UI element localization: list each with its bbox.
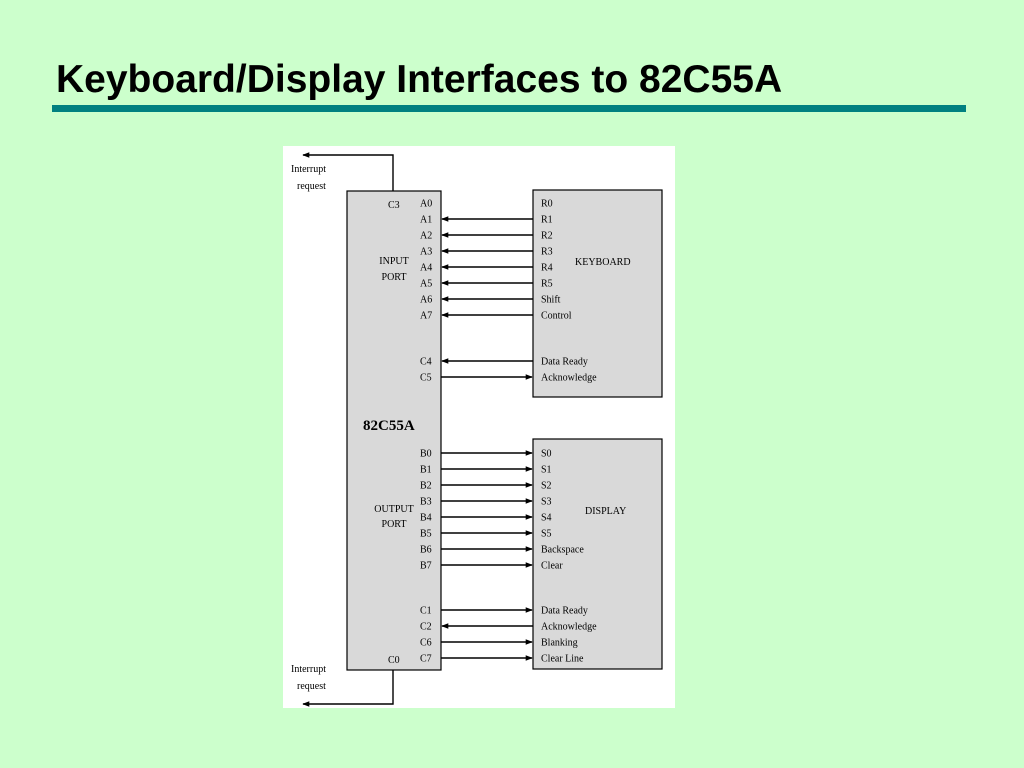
keyboard-signal-acknowledge: Acknowledge [541,373,597,384]
interrupt-top-line [302,152,394,191]
interrupt-bottom-label-line1: Interrupt [291,664,326,675]
interrupt-top-label-line1: Interrupt [291,164,326,175]
display-signal-clear: Clear [541,561,563,572]
keyboard-pin-a5: A5 [420,279,432,290]
keyboard-signal-data-ready: Data Ready [541,357,588,368]
display-signal-s1: S1 [541,465,552,476]
display-signal-s4: S4 [541,513,552,524]
display-signal-blanking: Blanking [541,638,578,649]
display-signal-backspace: Backspace [541,545,584,556]
chip-name: 82C55A [363,418,415,434]
display-signal-s3: S3 [541,497,552,508]
keyboard-pin-a6: A6 [420,295,432,306]
display-pin-b7: B7 [420,561,432,572]
display-pin-b6: B6 [420,545,432,556]
interrupt-top-label-line2: request [297,181,326,192]
keyboard-box [532,189,663,398]
keyboard-pin-a1: A1 [420,215,432,226]
keyboard-pin-a3: A3 [420,247,432,258]
interrupt-bottom-line [302,670,394,707]
display-pin-b3: B3 [420,497,432,508]
chip-82c55a-box [346,190,442,671]
slide-title: Keyboard/Display Interfaces to 82C55A [56,58,783,101]
display-pin-c1: C1 [420,606,432,617]
keyboard-pin-a2: A2 [420,231,432,242]
keyboard-label: KEYBOARD [575,257,631,268]
keyboard-signal-control: Control [541,311,572,322]
output-port-label-line1: OUTPUT [374,504,413,515]
display-pin-b0: B0 [420,449,432,460]
interface-diagram: C3 C0 INPUT PORT 82C55A OUTPUT PORT KEYB… [291,152,663,707]
keyboard-pin-c5: C5 [420,373,432,384]
keyboard-pin-a7: A7 [420,311,432,322]
display-pin-c6: C6 [420,638,432,649]
keyboard-signal-r4: R4 [541,263,553,274]
keyboard-signal-shift: Shift [541,295,561,306]
display-signal-s0: S0 [541,449,552,460]
output-port-label-line2: PORT [382,519,407,530]
display-signal-data-ready: Data Ready [541,606,588,617]
diagram-panel: C3 C0 INPUT PORT 82C55A OUTPUT PORT KEYB… [283,146,675,708]
display-pin-c2: C2 [420,622,432,633]
display-pin-c7: C7 [420,654,432,665]
chip-top-left-pin: C3 [388,200,400,211]
input-port-label-line1: INPUT [379,256,408,267]
interrupt-bottom-label-line2: request [297,681,326,692]
display-signal-s5: S5 [541,529,552,540]
keyboard-signal-r0: R0 [541,199,553,210]
keyboard-signal-r2: R2 [541,231,553,242]
display-box [532,438,663,670]
keyboard-signal-r1: R1 [541,215,553,226]
display-signal-s2: S2 [541,481,552,492]
display-pin-b4: B4 [420,513,432,524]
display-pin-b2: B2 [420,481,432,492]
input-port-label-line2: PORT [382,272,407,283]
display-signal-acknowledge: Acknowledge [541,622,597,633]
display-signal-clear-line: Clear Line [541,654,584,665]
display-label: DISPLAY [585,506,626,517]
keyboard-pin-a0: A0 [420,199,432,210]
keyboard-pin-c4: C4 [420,357,432,368]
keyboard-pin-a4: A4 [420,263,432,274]
chip-bottom-left-pin: C0 [388,655,400,666]
display-pin-b5: B5 [420,529,432,540]
title-underline [52,105,966,112]
keyboard-signal-r3: R3 [541,247,553,258]
display-pin-b1: B1 [420,465,432,476]
keyboard-signal-r5: R5 [541,279,553,290]
